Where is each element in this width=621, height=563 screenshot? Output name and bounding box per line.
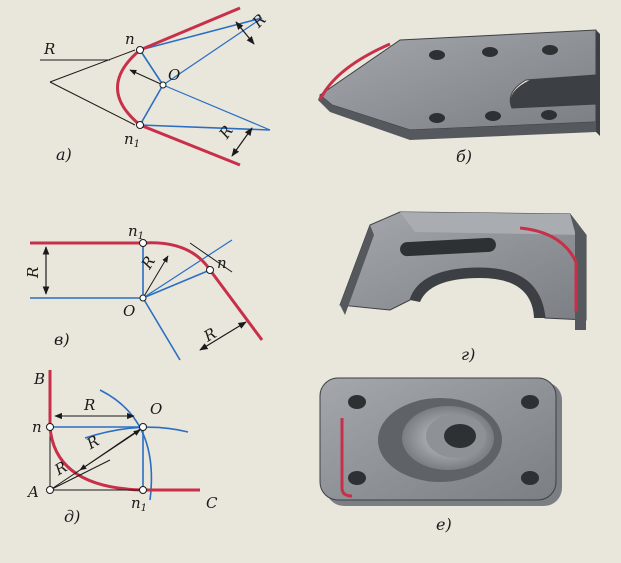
label-O: O — [123, 302, 135, 320]
part-b-slot — [510, 75, 596, 108]
dimension-arrow-lower — [231, 127, 253, 157]
label-R-mid: R — [83, 432, 103, 454]
point-n1 — [139, 239, 147, 247]
label-n: n — [217, 254, 227, 272]
label-n1: n1 — [128, 222, 144, 242]
panel-e: е) — [319, 377, 562, 534]
panel-d: B n O A n1 C R R R д) — [26, 370, 218, 526]
part-g-left-edge — [340, 225, 374, 315]
part-b-edge — [596, 30, 600, 136]
point-n — [46, 423, 54, 431]
caption-g: г) — [461, 345, 475, 364]
panel-v: R R R n1 n O в) — [24, 222, 264, 361]
radius-line-n — [139, 49, 164, 86]
label-n1: n1 — [124, 130, 140, 150]
label-R: R — [43, 40, 55, 58]
label-B: B — [33, 370, 45, 388]
label-n: n — [32, 418, 42, 436]
caption-d: д) — [64, 507, 80, 526]
dimension-arrow-diagonal — [199, 321, 247, 351]
point-n — [136, 46, 144, 54]
part-e-red-edge — [340, 418, 353, 498]
caption-v: в) — [54, 330, 70, 349]
label-A: A — [26, 483, 39, 501]
bisector-lower — [162, 84, 271, 131]
label-R-radius: R — [137, 253, 159, 273]
point-n1 — [136, 121, 144, 129]
point-O — [159, 81, 167, 89]
tangent-line-lower — [49, 81, 136, 126]
tangent-construction — [189, 242, 233, 273]
label-C: C — [206, 494, 218, 512]
part-b-front — [410, 122, 596, 140]
red-edge-upper — [139, 6, 241, 52]
panel-b: б) — [318, 29, 600, 166]
label-R-lower: R — [215, 122, 237, 142]
part-g-top — [400, 212, 586, 235]
part-e-bore — [444, 424, 476, 448]
radius-arrow — [129, 69, 164, 86]
caption-b: б) — [456, 147, 472, 166]
panel-g: г) — [339, 211, 587, 364]
label-O: O — [168, 66, 180, 84]
radius-line-to-n — [142, 269, 211, 299]
red-fillet-arc — [116, 48, 141, 127]
red-edge-diagonal — [208, 269, 264, 341]
label-n: n — [125, 30, 135, 48]
radius-arrow-diagonal — [49, 429, 141, 491]
point-O — [139, 294, 147, 302]
part-e-holes — [348, 395, 539, 485]
radius-line-n1 — [139, 84, 164, 126]
panel-a: R n n1 O R R а) — [40, 6, 271, 167]
part-b-side — [318, 95, 410, 140]
point-A — [46, 486, 54, 494]
point-O — [139, 423, 147, 431]
part-b-red-edge — [318, 42, 391, 101]
tangent-line-upper — [49, 49, 136, 83]
label-R-lower: R — [51, 458, 71, 480]
red-fillet-arc — [142, 241, 212, 271]
caption-e: е) — [436, 515, 452, 534]
point-n — [206, 266, 214, 274]
radius-line-lower — [49, 459, 111, 491]
caption-a: а) — [56, 145, 72, 164]
part-g-side — [570, 214, 586, 330]
radius-arrow — [142, 255, 169, 299]
point-n1 — [139, 486, 147, 494]
label-O: O — [150, 400, 162, 418]
label-R-left: R — [24, 267, 42, 279]
part-g-red-edge — [519, 226, 578, 312]
part-b-holes — [429, 45, 558, 123]
label-n1: n1 — [131, 494, 147, 514]
dimension-arrow-upper — [235, 21, 255, 45]
label-R-diagonal: R — [200, 324, 220, 346]
red-edge-lower — [139, 123, 241, 167]
bisector-line — [142, 239, 233, 299]
label-R-top: R — [83, 396, 95, 414]
part-g-arch — [410, 268, 545, 318]
label-R-upper: R — [248, 10, 269, 31]
offset-line-diagonal — [142, 297, 181, 361]
part-g-slot — [400, 237, 496, 257]
